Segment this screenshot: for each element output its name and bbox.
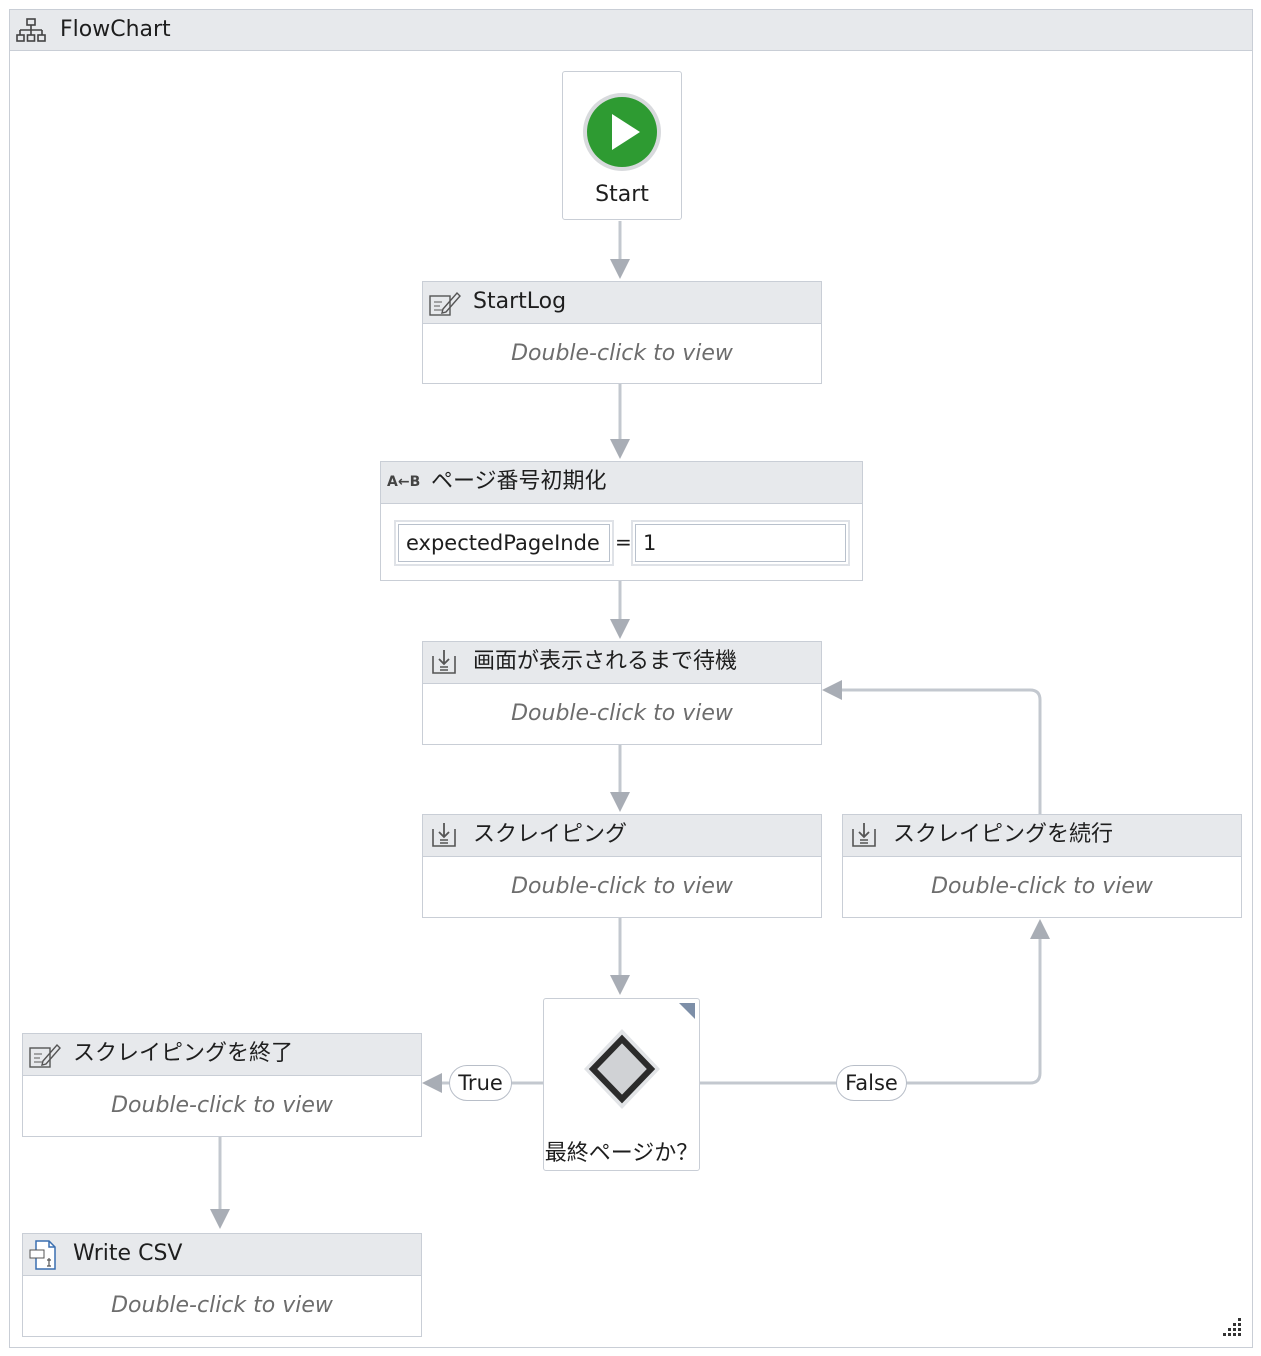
arrowhead (1030, 919, 1050, 939)
decision-label: 最終ページか？ (544, 1141, 699, 1166)
true-branch-label[interactable]: True (449, 1065, 512, 1101)
activity-title: スクレイピングを続行 (893, 822, 1114, 847)
activity-header: StartLog (423, 282, 821, 324)
play-icon (583, 93, 661, 171)
activity-wait-screen[interactable]: 画面が表示されるまで待機 Double-click to view (422, 641, 822, 745)
collapse-corner-icon[interactable] (679, 1003, 695, 1019)
activity-header: スクレイピングを終了 (23, 1034, 421, 1076)
assign-to-field[interactable]: expectedPageInde (394, 520, 614, 566)
activity-continue-scraping[interactable]: スクレイピングを続行 Double-click to view (842, 814, 1242, 918)
activity-title: 画面が表示されるまで待機 (473, 649, 738, 674)
activity-header: スクレイピング (423, 815, 821, 857)
flowchart-title: FlowChart (60, 17, 171, 42)
activity-assign[interactable]: A←B ページ番号初期化 expectedPageInde = 1 (380, 461, 863, 581)
invoke-workflow-icon (852, 823, 876, 847)
activity-write-csv[interactable]: Write CSV Double-click to view (22, 1233, 422, 1337)
arrowhead (210, 1209, 230, 1229)
activity-scraping[interactable]: スクレイピング Double-click to view (422, 814, 822, 918)
double-click-hint: Double-click to view (511, 874, 733, 899)
assign-value-field[interactable]: 1 (631, 520, 850, 566)
arrowhead (610, 792, 630, 812)
activity-title: ページ番号初期化 (431, 469, 607, 494)
arrowhead (610, 975, 630, 995)
arrowhead (822, 680, 842, 700)
connector-continue-to-wait[interactable] (839, 688, 1042, 815)
activity-header: 画面が表示されるまで待機 (423, 642, 821, 684)
activity-startlog[interactable]: StartLog Double-click to view (422, 281, 822, 384)
double-click-hint: Double-click to view (111, 1093, 333, 1118)
decision-node[interactable]: 最終ページか？ (543, 998, 700, 1171)
activity-title: スクレイピング (473, 822, 628, 847)
log-message-icon (429, 291, 461, 316)
invoke-workflow-icon (432, 650, 456, 674)
arrowhead (422, 1073, 442, 1093)
assign-icon: A←B (387, 474, 421, 490)
activity-header: Write CSV (23, 1234, 421, 1276)
arrowhead (610, 619, 630, 639)
activity-header: A←B ページ番号初期化 (381, 462, 862, 504)
log-message-icon (29, 1043, 61, 1068)
assign-operator: = (615, 530, 632, 554)
connector-decision-false[interactable] (700, 936, 1042, 1085)
assign-to-value: expectedPageInde (398, 524, 610, 562)
invoke-workflow-icon (432, 823, 456, 847)
activity-header: スクレイピングを続行 (843, 815, 1241, 857)
double-click-hint: Double-click to view (511, 341, 733, 366)
arrowhead (610, 259, 630, 279)
start-label: Start (595, 182, 649, 207)
arrowhead (610, 439, 630, 459)
start-node[interactable]: Start (562, 71, 682, 220)
assign-value: 1 (635, 524, 846, 562)
activity-end-scraping[interactable]: スクレイピングを終了 Double-click to view (22, 1033, 422, 1137)
double-click-hint: Double-click to view (511, 701, 733, 726)
flowchart-header: FlowChart (10, 10, 1252, 51)
double-click-hint: Double-click to view (931, 874, 1153, 899)
activity-title: スクレイピングを終了 (73, 1041, 294, 1066)
flowchart-icon (16, 18, 46, 42)
activity-title: StartLog (473, 289, 567, 314)
decision-diamond-icon (584, 1029, 660, 1109)
activity-title: Write CSV (73, 1241, 183, 1266)
false-branch-label[interactable]: False (836, 1065, 907, 1101)
csv-file-icon (29, 1240, 56, 1270)
double-click-hint: Double-click to view (111, 1293, 333, 1318)
resize-grip-icon[interactable] (1222, 1316, 1244, 1338)
